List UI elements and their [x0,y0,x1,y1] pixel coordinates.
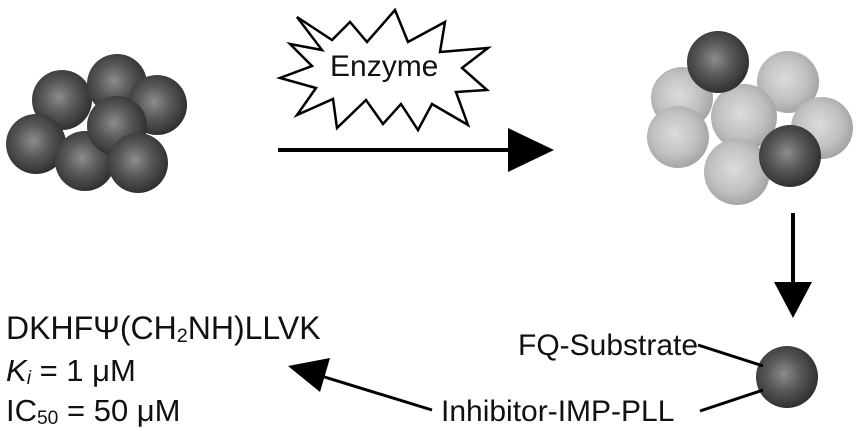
dark-bead [759,125,821,187]
inhibitor-leader [699,388,764,413]
ki-symbol: K [6,353,27,388]
ic50-prefix: IC [6,393,37,428]
ki-subscript: i [26,367,31,389]
cleaved-bead-cluster [647,31,853,205]
quenched-bead-cluster [6,54,187,193]
inhibitor-label: Inhibitor-IMP-PLL [441,395,675,428]
identification-arrow [317,373,433,412]
light-bead [704,139,770,205]
ic50-value-line: IC50 = 50 μM [6,395,180,428]
fq-substrate-leader [697,343,764,368]
dark-bead [6,114,66,174]
enzyme-label: Enzyme [330,50,439,83]
inhibitor-sequence: DKHFΨ(CH2NH)LLVK [6,312,321,347]
light-bead [647,106,709,168]
sequence-part1: DKHF [6,310,94,346]
psi-symbol: Ψ [93,310,120,346]
dark-bead [108,133,168,193]
fq-substrate-label: FQ-Substrate [518,329,699,362]
selection-arrowhead [774,282,812,318]
light-bead [757,51,819,113]
ic50-value: = 50 μM [58,393,181,428]
sequence-subscript: 2 [176,324,188,347]
dark-bead [32,70,92,130]
ic50-subscript: 50 [37,407,59,429]
reaction-arrowhead [508,128,554,172]
sequence-part2: (CH [119,310,177,346]
enzyme-starburst [275,7,493,133]
ki-value: = 1 μM [30,353,136,388]
light-bead [711,84,777,150]
ki-value-line: Ki = 1 μM [6,355,136,388]
selected-dark-bead [756,346,818,408]
sequence-part3: NH)LLVK [187,310,321,346]
dark-bead [687,31,749,93]
identification-arrowhead [288,358,330,392]
starburst-shape [275,7,493,133]
